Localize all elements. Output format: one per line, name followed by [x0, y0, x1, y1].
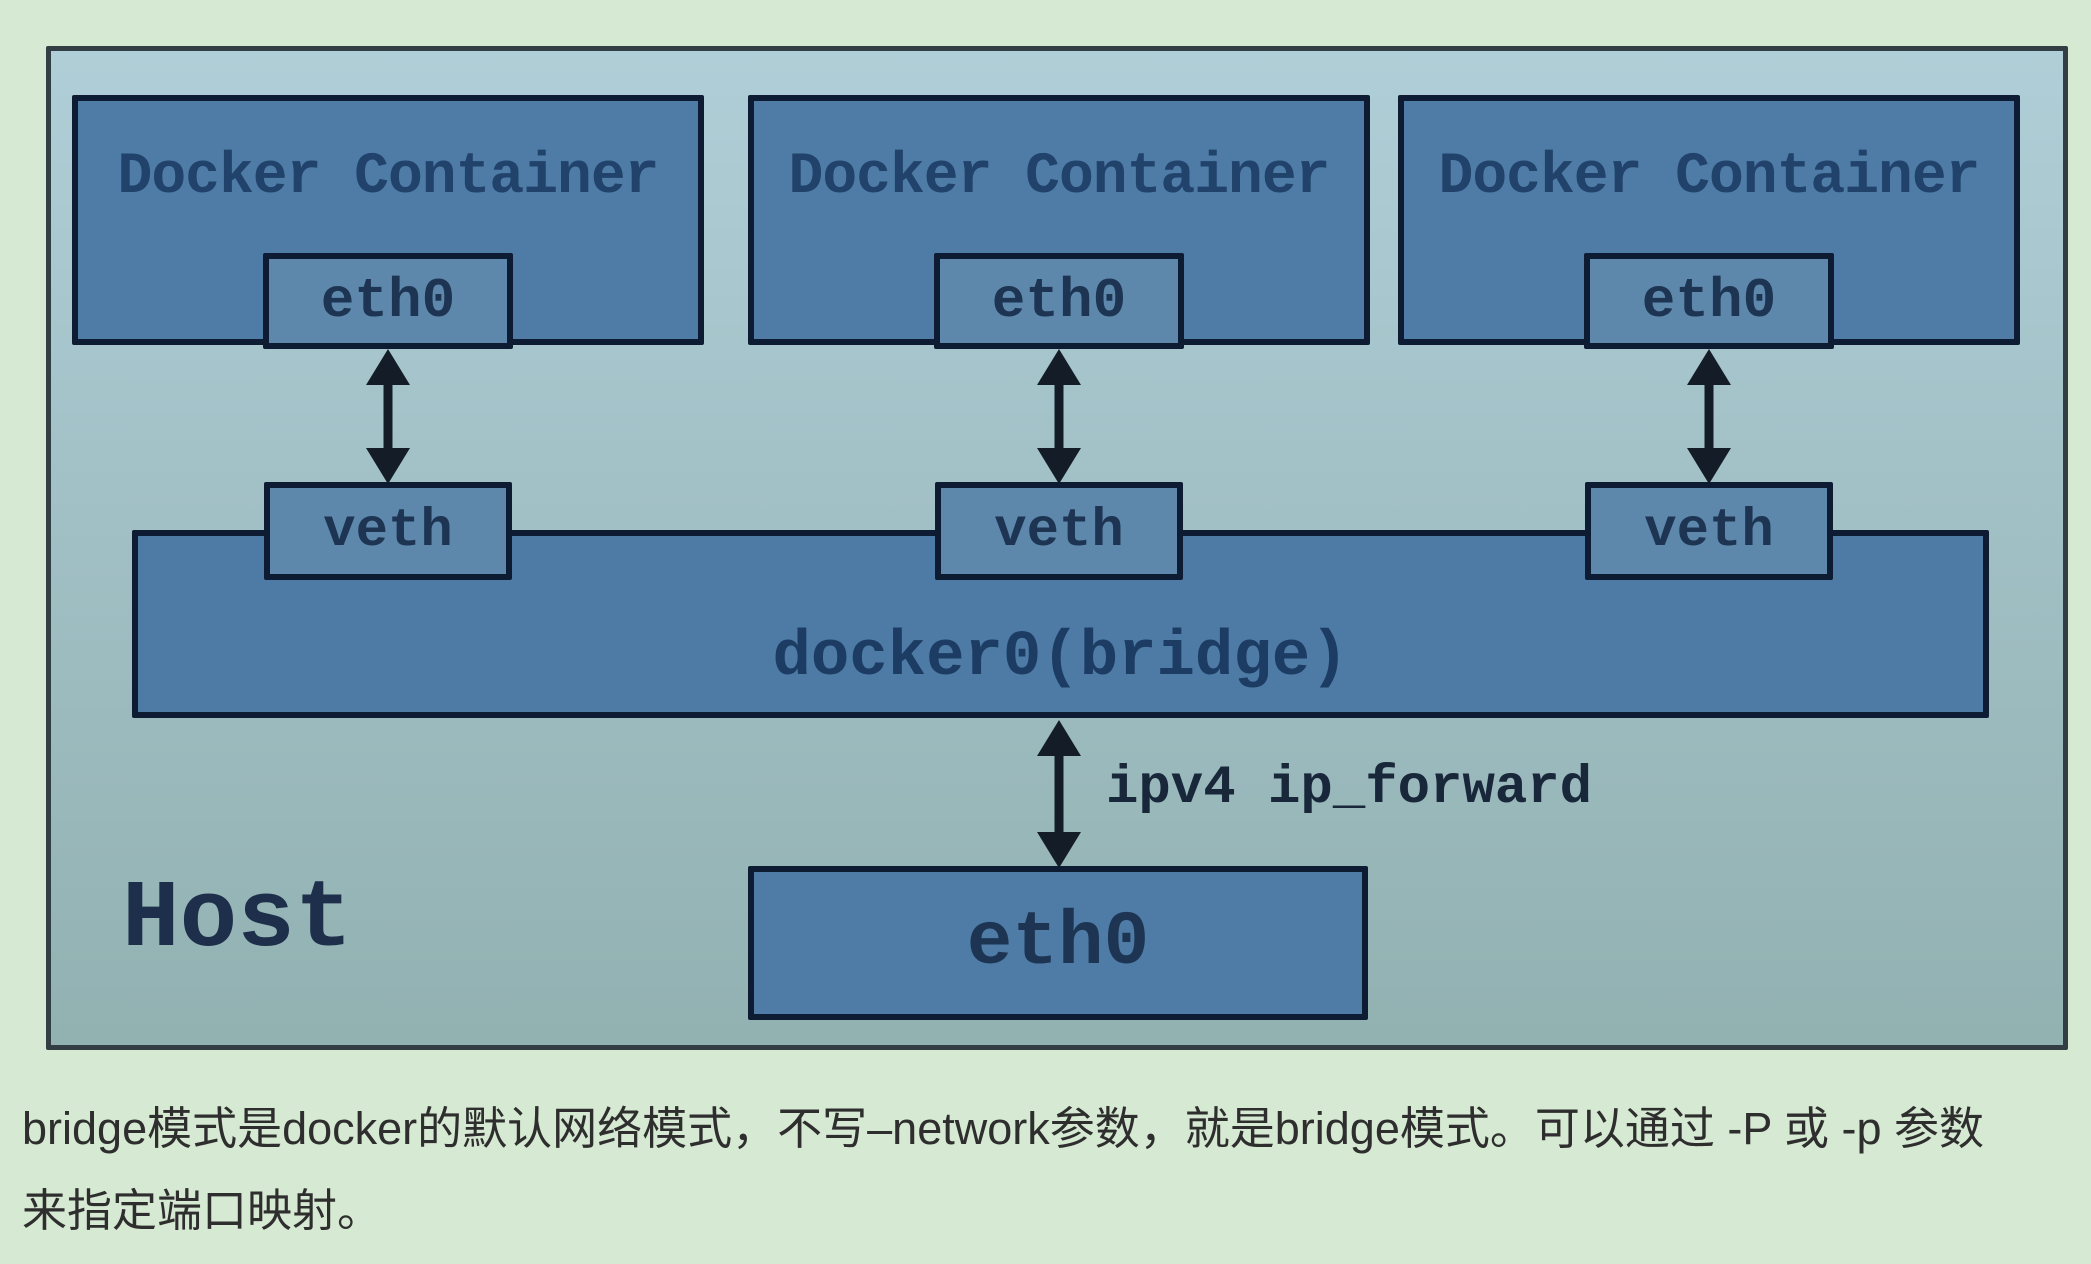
container-eth0-box-2: eth0	[934, 253, 1184, 349]
caption-line-2: 来指定端口映射。	[22, 1184, 383, 1236]
arrow-down-head-icon	[1687, 448, 1731, 484]
arrow-shaft	[383, 375, 393, 458]
docker-container-title: Docker Container	[788, 145, 1331, 210]
arrow-shaft	[1054, 746, 1064, 842]
double-arrow-icon	[1036, 720, 1082, 868]
host-label: Host	[122, 865, 353, 974]
arrow-down-head-icon	[1037, 448, 1081, 484]
container-eth0-box-1: eth0	[263, 253, 513, 349]
arrow-shaft	[1704, 375, 1714, 458]
container-eth0-box-3: eth0	[1584, 253, 1834, 349]
veth-box-1: veth	[264, 482, 512, 580]
veth-box-2: veth	[935, 482, 1183, 580]
arrow-down-head-icon	[366, 448, 410, 484]
arrow-down-head-icon	[1037, 832, 1081, 868]
docker-container-title: Docker Container	[117, 145, 660, 210]
veth-box-3: veth	[1585, 482, 1833, 580]
docker-container-title: Docker Container	[1438, 145, 1981, 210]
double-arrow-icon	[1686, 349, 1732, 484]
caption-text: bridge模式是docker的默认网络模式，不写–network参数，就是br…	[22, 1088, 2072, 1252]
ipv4-ip-forward-label: ipv4 ip_forward	[1106, 758, 1593, 819]
caption-line-1: bridge模式是docker的默认网络模式，不写–network参数，就是br…	[22, 1103, 1985, 1154]
docker0-bridge-label: docker0(bridge)	[772, 622, 1349, 694]
double-arrow-icon	[1036, 349, 1082, 484]
double-arrow-icon	[365, 349, 411, 484]
host-eth0-box: eth0	[748, 866, 1368, 1020]
arrow-shaft	[1054, 375, 1064, 458]
